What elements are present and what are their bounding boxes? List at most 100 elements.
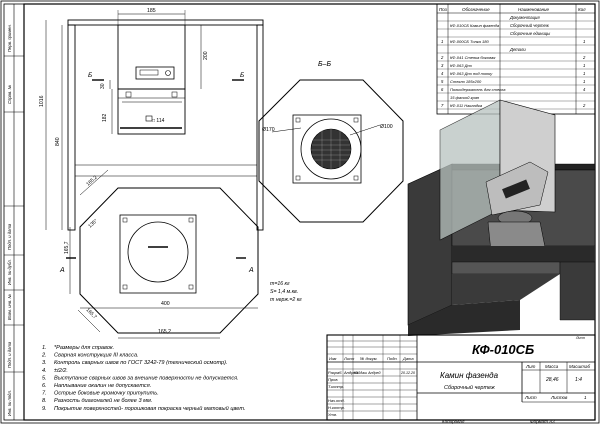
note-number: 2. bbox=[41, 353, 47, 359]
stamp-designation: КФ-010СБ bbox=[472, 342, 534, 357]
stamp-col-scale: Масштаб bbox=[569, 364, 590, 369]
note-number: 3. bbox=[42, 360, 47, 366]
side-label-4: Инв. № дубл. bbox=[7, 259, 12, 285]
spec-row-pos: 4 bbox=[441, 71, 444, 76]
spec-row-qty: 4 bbox=[583, 87, 586, 92]
mass-note-2: S= 1,4 м.кв. bbox=[270, 289, 298, 295]
spec-row-qty: 2 bbox=[582, 103, 586, 108]
dim-d100: Ø100 bbox=[380, 124, 393, 130]
stamp-developer: Андрей bbox=[343, 370, 359, 375]
spec-row-name: Сборочные единицы bbox=[510, 31, 550, 36]
spec-row-pos: 5 bbox=[441, 79, 444, 84]
mass-notes: m=16 кг S= 1,4 м.кв. m нерж.=2 кг bbox=[270, 281, 302, 303]
note-number: 8. bbox=[42, 398, 47, 404]
stamp-sheets-count: 1 bbox=[584, 395, 587, 400]
spec-row-name: Детали bbox=[509, 47, 526, 52]
spec-header-pos: Поз bbox=[439, 7, 447, 12]
dim-182: 182 bbox=[102, 113, 108, 122]
spec-row-name: Документация bbox=[509, 15, 540, 20]
spec-table: Поз Обозначение Наименование Кол Докумен… bbox=[436, 3, 596, 115]
side-label-6: Подп. и дата bbox=[7, 341, 12, 368]
side-label-7: Инв. № подл. bbox=[7, 390, 12, 416]
copied-label: Копировал bbox=[442, 419, 465, 424]
stamp-role-dev: Разраб. bbox=[328, 370, 342, 375]
section-b-right: Б bbox=[240, 72, 244, 79]
dim-185: 185 bbox=[147, 8, 156, 14]
stamp-name: Камин фазенда bbox=[440, 371, 499, 380]
stamp-sheet: Лист bbox=[524, 395, 537, 400]
spec-row-designation: КФ-063 Дно под топку bbox=[450, 71, 493, 76]
dim-165-2a: 165,2 bbox=[85, 175, 98, 188]
dim-1016: 1016 bbox=[39, 95, 45, 107]
isometric-view bbox=[407, 99, 596, 336]
note-text: *Размеры для справок. bbox=[54, 345, 114, 351]
dim-165-7a: 165,7 bbox=[64, 241, 70, 254]
spec-row-designation: КФ-000СБ Топка 180 bbox=[450, 39, 489, 44]
stamp-row-list: Лист bbox=[343, 356, 355, 361]
note-number: 4. bbox=[42, 368, 47, 374]
spec-row-qty: 1 bbox=[583, 79, 585, 84]
spec-row-designation: КФ-011 Накладка bbox=[450, 103, 483, 108]
dim-135: 135° bbox=[87, 218, 99, 229]
stamp-role-nach: Нач.отд. bbox=[328, 398, 345, 403]
note-text: Сварная конструкция III класса. bbox=[54, 353, 139, 359]
note-text: Наплывание окалин не допускается. bbox=[54, 383, 151, 389]
side-label-2: Справ. № bbox=[7, 85, 12, 104]
section-bb: Б–Б Ø170 Ø100 bbox=[258, 61, 404, 223]
spec-row-qty: 1 bbox=[583, 39, 585, 44]
note-number: 1. bbox=[42, 345, 47, 351]
stamp-row-date: Дата bbox=[402, 356, 414, 361]
format-label: Формат A3 bbox=[530, 419, 555, 424]
stamp-role-tcontr: Т.контр. bbox=[328, 384, 344, 389]
spec-row-designation: КФ-010СБ Камин фазенда bbox=[450, 23, 500, 28]
spec-row-qty: 1 bbox=[583, 63, 585, 68]
section-a-left: А bbox=[59, 267, 65, 274]
note-number: 7. bbox=[42, 391, 47, 397]
mass-note-3: m нерж.=2 кг bbox=[270, 297, 302, 303]
stamp-sheets: Листов bbox=[550, 395, 568, 400]
stamp-date: 20.12.20 bbox=[400, 371, 415, 375]
spec-row-designation: КФ-041 Стенка боковая bbox=[450, 55, 496, 60]
dim-sq114: □ 114 bbox=[152, 118, 165, 124]
spec-header-name: Наименование bbox=[518, 7, 550, 12]
section-a-right: А bbox=[248, 267, 254, 274]
spec-header-des: Обозначение bbox=[462, 7, 490, 12]
spec-row-qty: 2 bbox=[582, 55, 586, 60]
section-title: Б–Б bbox=[318, 61, 331, 68]
spec-row-qty: 1 bbox=[583, 71, 585, 76]
note-text: Покрытие поверхностей- порошковая покрас… bbox=[54, 405, 246, 412]
spec-row-pos: 7 bbox=[441, 103, 444, 108]
title-block: Изм Лист № докум. Подп. Дата Разраб. Про… bbox=[326, 334, 596, 421]
front-view: □ 114 185 200 Б Б 30 182 840 1016 bbox=[39, 8, 264, 231]
note-text: ±t2/2. bbox=[54, 368, 68, 374]
stamp-row-doc: № докум. bbox=[360, 356, 378, 361]
dim-400: 400 bbox=[161, 301, 170, 307]
mass-note-1: m=16 кг bbox=[270, 281, 290, 287]
stamp-role-utv: Утв. bbox=[328, 412, 337, 417]
side-strip: Перв. примен. Справ. № Подп. и дата Инв.… bbox=[3, 3, 25, 421]
dim-30: 30 bbox=[100, 83, 106, 89]
spec-row-name: Сборочный чертеж bbox=[510, 23, 550, 28]
note-number: 6. bbox=[42, 383, 47, 389]
spec-row-pos: 3 bbox=[441, 63, 444, 68]
technical-notes: 1. *Размеры для справок. 2. Сварная констру… bbox=[41, 345, 246, 412]
spec-row-designation: Полкодержатель для стекла bbox=[450, 87, 506, 92]
spec-row-pos: 6 bbox=[441, 87, 444, 92]
note-text: Контроль сварных швов по ГОСТ 3242-79 (т… bbox=[54, 359, 228, 366]
section-b-left: Б bbox=[88, 72, 92, 79]
stamp-scale: 1:4 bbox=[575, 377, 582, 383]
dim-165-2b: 165,2 bbox=[158, 329, 171, 335]
stamp-role-ncontr: Н.контр. bbox=[328, 405, 345, 410]
spec-row-designation: КФ-063 Дно bbox=[450, 63, 473, 68]
side-label-5: Взам. инв. № bbox=[7, 294, 12, 320]
note-number: 9. bbox=[42, 406, 47, 412]
side-label-3: Подп. и дата bbox=[7, 223, 12, 250]
spec-row-designation: Стекло 185х200 bbox=[450, 79, 482, 84]
note-text: Выступание сварных швов за внешние повер… bbox=[54, 375, 239, 381]
dim-d170: Ø170 bbox=[262, 127, 275, 133]
firebox-door bbox=[135, 66, 175, 80]
stamp-row-sign: Подп. bbox=[387, 356, 398, 361]
stamp-check-name: Кайдаш Андрей bbox=[354, 371, 380, 375]
